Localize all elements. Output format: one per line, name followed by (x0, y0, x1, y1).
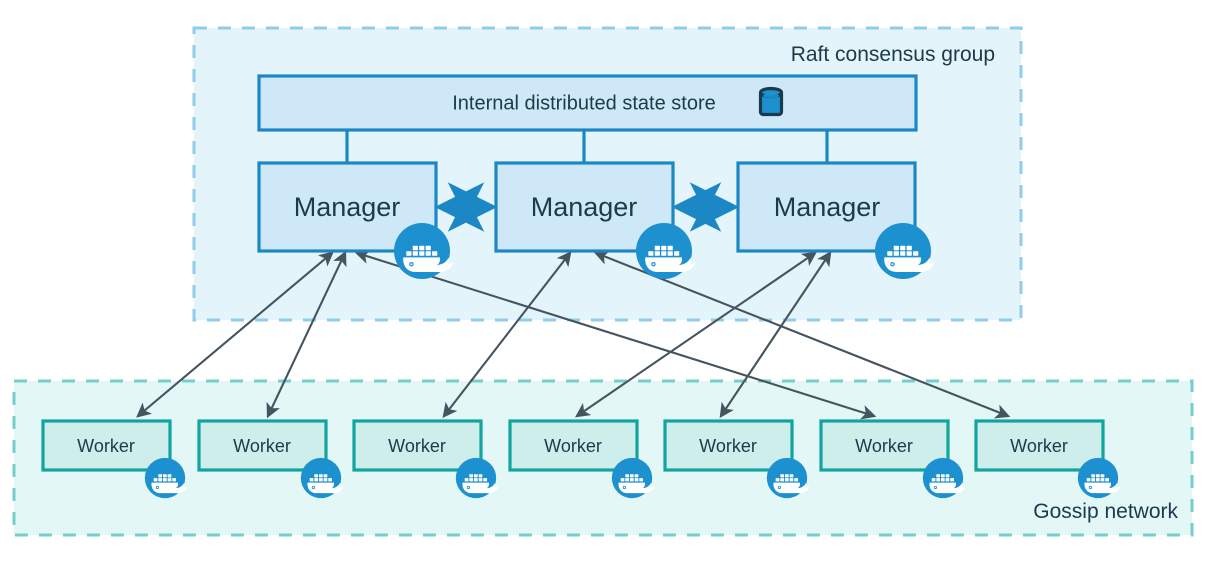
worker-1-label: Worker (77, 436, 135, 456)
manager-node-2[interactable]: Manager (494, 161, 695, 279)
gossip-zone-label: Gossip network (1033, 500, 1178, 523)
manager-worker-links (136, 249, 1011, 420)
worker-7-label: Worker (1010, 436, 1068, 456)
worker-node-5[interactable]: Worker (663, 419, 810, 499)
worker-node-7[interactable]: Worker (974, 419, 1121, 499)
worker-4-box[interactable] (508, 419, 639, 472)
worker-node-6[interactable]: Worker (819, 419, 966, 499)
worker-3-box[interactable] (352, 419, 483, 472)
state-store-box[interactable] (257, 74, 918, 132)
worker-3-label: Worker (388, 436, 446, 456)
manager-node-3[interactable]: Manager (736, 161, 934, 279)
database-cylinder-icon (758, 86, 784, 117)
worker-4-label: Worker (544, 436, 602, 456)
worker-1-box[interactable] (41, 419, 172, 472)
worker-6-box[interactable] (819, 419, 950, 472)
manager-2-label: Manager (531, 192, 638, 222)
internal-distributed-state-store[interactable]: Internal distributed state store (257, 74, 918, 132)
link-manager3-worker5 (719, 250, 832, 419)
worker-5-label: Worker (699, 436, 757, 456)
link-manager2-worker3 (442, 251, 572, 418)
manager-3-label: Manager (774, 192, 881, 222)
state-store-label: Internal distributed state store (452, 92, 715, 114)
link-manager1-worker2 (266, 250, 347, 419)
worker-node-4[interactable]: Worker (508, 419, 655, 499)
state-store-connectors (345, 130, 829, 165)
worker-node-3[interactable]: Worker (352, 419, 499, 499)
raft-zone-label: Raft consensus group (791, 43, 995, 66)
worker-2-label: Worker (233, 436, 291, 456)
manager-node-1[interactable]: Manager (257, 161, 453, 279)
worker-7-box[interactable] (974, 419, 1105, 472)
worker-node-2[interactable]: Worker (197, 419, 344, 499)
worker-5-box[interactable] (663, 419, 794, 472)
worker-2-box[interactable] (197, 419, 328, 472)
worker-node-1[interactable]: Worker (41, 419, 188, 499)
worker-6-label: Worker (855, 436, 913, 456)
manager-1-label: Manager (294, 192, 401, 222)
